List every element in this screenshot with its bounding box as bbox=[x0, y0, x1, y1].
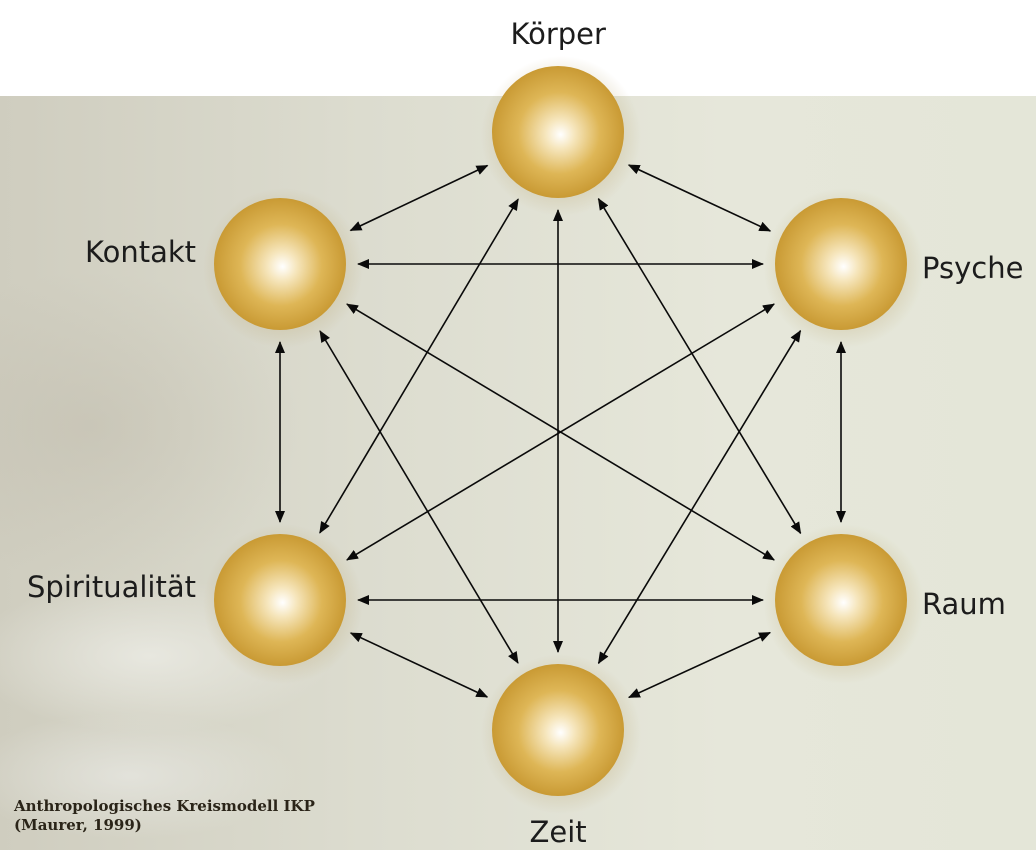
node-zeit bbox=[481, 654, 641, 814]
arrow-koerper-psyche bbox=[627, 164, 772, 232]
node-koerper bbox=[481, 56, 641, 216]
caption-title: Anthropologisches Kreismodell IKP bbox=[14, 797, 315, 815]
node-kontakt bbox=[203, 188, 363, 348]
node-sphere bbox=[214, 198, 346, 330]
node-psyche bbox=[764, 188, 924, 348]
arrow-zeit-kontakt bbox=[319, 330, 519, 664]
label-raum: Raum bbox=[922, 586, 1006, 621]
node-sphere bbox=[775, 534, 907, 666]
label-koerper: Körper bbox=[510, 16, 606, 51]
label-psyche: Psyche bbox=[922, 250, 1024, 285]
node-sphere bbox=[214, 534, 346, 666]
arrow-raum-zeit bbox=[627, 631, 772, 699]
label-zeit: Zeit bbox=[529, 814, 587, 849]
label-kontakt: Kontakt bbox=[85, 234, 197, 269]
node-sphere bbox=[492, 664, 624, 796]
node-sphere bbox=[492, 66, 624, 198]
node-sphere bbox=[775, 198, 907, 330]
arrow-koerper-kontakt bbox=[349, 164, 489, 232]
arrow-zeit-spiritualitaet bbox=[349, 632, 489, 698]
node-spiritualitaet bbox=[203, 524, 363, 684]
caption: Anthropologisches Kreismodell IKP (Maure… bbox=[14, 797, 315, 835]
caption-citation: (Maurer, 1999) bbox=[14, 816, 142, 834]
label-spiritualitaet: Spiritualität bbox=[27, 569, 197, 604]
node-raum bbox=[764, 524, 924, 684]
